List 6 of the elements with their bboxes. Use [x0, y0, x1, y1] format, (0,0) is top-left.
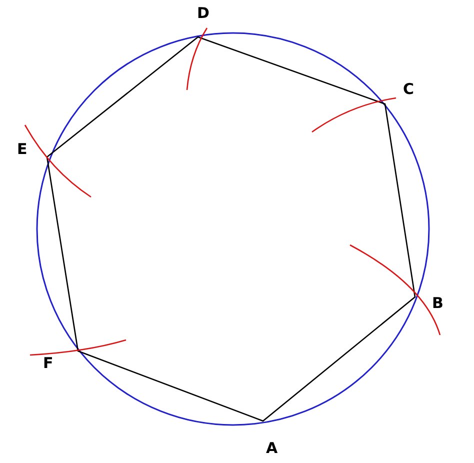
point-label: D [197, 6, 210, 21]
point-label: C [403, 82, 414, 97]
point-label: E [17, 142, 28, 157]
point-label: A [266, 441, 278, 456]
point-label: F [43, 356, 54, 371]
point-label: B [432, 296, 444, 311]
